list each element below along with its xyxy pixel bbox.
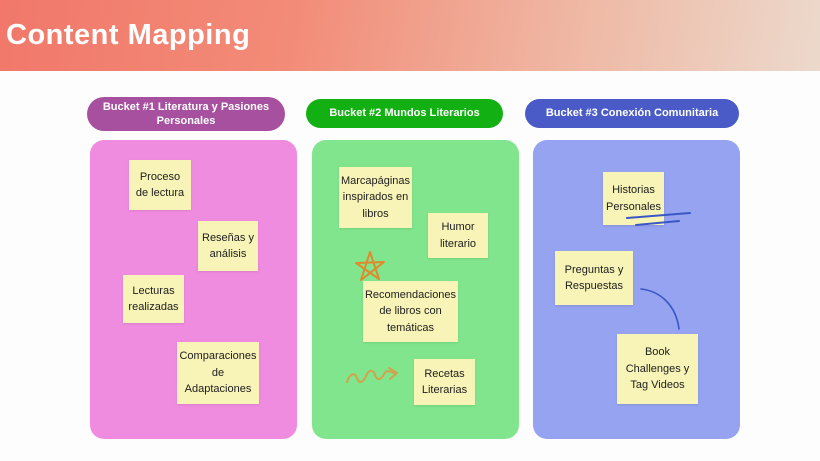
sticky-note-historias-personales[interactable]: Historias Personales [603,172,664,225]
sticky-note-marcapaginas[interactable]: Marcapáginas inspirados en libros [339,167,412,228]
bucket-2-pill[interactable]: Bucket #2 Mundos Literarios [306,99,503,128]
page-header: Content Mapping [0,0,820,71]
sticky-note-lecturas-realizadas[interactable]: Lecturas realizadas [123,275,184,323]
page-title: Content Mapping [6,19,251,51]
bucket-2-label: Bucket #2 Mundos Literarios [329,107,480,120]
bucket-3-label: Bucket #3 Conexión Comunitaria [545,107,719,120]
sticky-note-recomendaciones[interactable]: Recomendaciones de libros con temáticas [363,281,458,342]
bucket-1-pill[interactable]: Bucket #1 Literatura y Pasiones Personal… [87,97,285,131]
sticky-note-proceso-de-lectura[interactable]: Proceso de lectura [129,160,191,210]
sticky-note-humor-literario[interactable]: Humor literario [428,213,488,258]
sticky-note-book-challenges[interactable]: Book Challenges y Tag Videos [617,334,698,404]
bucket-3-pill[interactable]: Bucket #3 Conexión Comunitaria [525,99,739,128]
sticky-note-resenas-y-analisis[interactable]: Reseñas y análisis [198,221,258,271]
sticky-note-recetas-literarias[interactable]: Recetas Literarias [414,359,475,405]
bucket-1-label: Bucket #1 Literatura y Pasiones Personal… [102,100,270,127]
sticky-note-preguntas-y-respuestas[interactable]: Preguntas y Respuestas [555,251,633,305]
sticky-note-comparaciones-de-adaptaciones[interactable]: Comparaciones de Adaptaciones [177,342,259,404]
